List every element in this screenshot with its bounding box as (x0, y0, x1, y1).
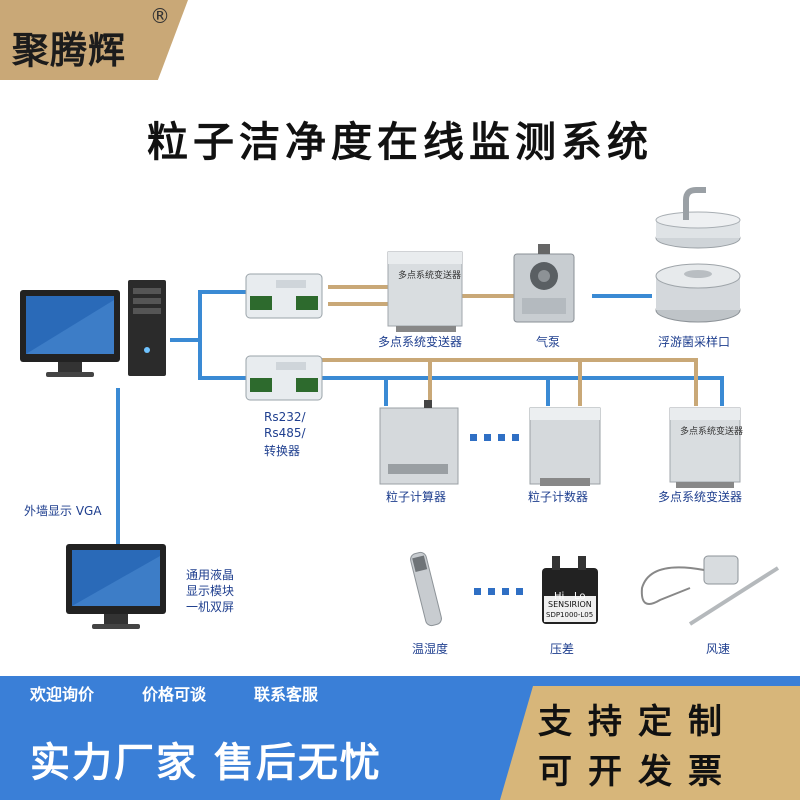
air-pump (513, 244, 575, 323)
sensor-hi-text: Hi (554, 591, 565, 602)
wind-speed-sensor (640, 555, 780, 626)
connection-lines (116, 285, 724, 544)
custom-line-2: 可开发票 (538, 752, 738, 792)
label-converter-2: Rs485/ (264, 426, 306, 440)
blue-bus-lower (320, 376, 724, 406)
label-pressure: 压差 (550, 642, 575, 656)
blue-link-pc-bus (170, 290, 248, 380)
sensor-model-text: SDP1000-L05 (546, 611, 594, 619)
sensor-lo-text: Lo (574, 591, 586, 602)
ellipsis-dots (470, 434, 523, 595)
label-converter-1: Rs232/ (264, 410, 306, 424)
label-humidity: 温湿度 (412, 642, 449, 656)
label-transmitter-bottom: 多点系统变送器 (658, 490, 743, 504)
brand-logo-text: 聚腾辉 (12, 28, 126, 72)
label-transmitter-top: 多点系统变送器 (378, 335, 463, 349)
brand-banner (0, 0, 188, 80)
custom-line-1: 支持定制 (538, 702, 738, 742)
transmitter-bottom-box-text: 多点系统变送器 (680, 427, 744, 437)
promo-contact: 联系客服 (254, 685, 319, 704)
particle-counter-device (529, 407, 601, 486)
converter-lower (245, 355, 323, 401)
promo-negotiable: 价格可谈 (142, 685, 207, 704)
label-pump: 气泵 (536, 335, 561, 349)
gold-bus-lower (320, 358, 698, 406)
registered-mark: ® (150, 4, 170, 28)
transmitter-top-box-text: 多点系统变送器 (398, 271, 462, 281)
converter-upper (245, 273, 323, 319)
label-lcd-1: 通用液晶 (186, 568, 235, 582)
label-lcd-3: 一机双屏 (186, 600, 235, 614)
label-particle-calculator: 粒子计算器 (386, 490, 447, 504)
label-particle-counter: 粒子计数器 (528, 490, 589, 504)
custom-service-panel (500, 686, 800, 800)
label-converter-3: 转换器 (264, 444, 301, 458)
label-wind-speed: 风速 (706, 642, 731, 656)
label-vga: 外墙显示 VGA (24, 504, 102, 518)
gold-link-upper (328, 285, 388, 306)
lcd-monitor (66, 544, 166, 629)
page-title: 粒子洁净度在线监测系统 (147, 118, 653, 166)
label-sampler: 浮游菌采样口 (658, 335, 731, 349)
desktop-computer (20, 280, 166, 377)
transmitter-box-top (387, 251, 463, 332)
particle-calculator-device (379, 400, 459, 485)
label-lcd-2: 显示模块 (186, 584, 235, 598)
promo-slogan: 实力厂家 售后无忧 (30, 740, 382, 786)
humidity-probe (410, 551, 442, 627)
transmitter-box-bottom (669, 407, 741, 488)
sampler-heads (655, 187, 741, 323)
pressure-sensor (542, 556, 598, 624)
sensor-brand-text: SENSIRION (548, 600, 592, 609)
promo-inquiry: 欢迎询价 (30, 685, 95, 704)
